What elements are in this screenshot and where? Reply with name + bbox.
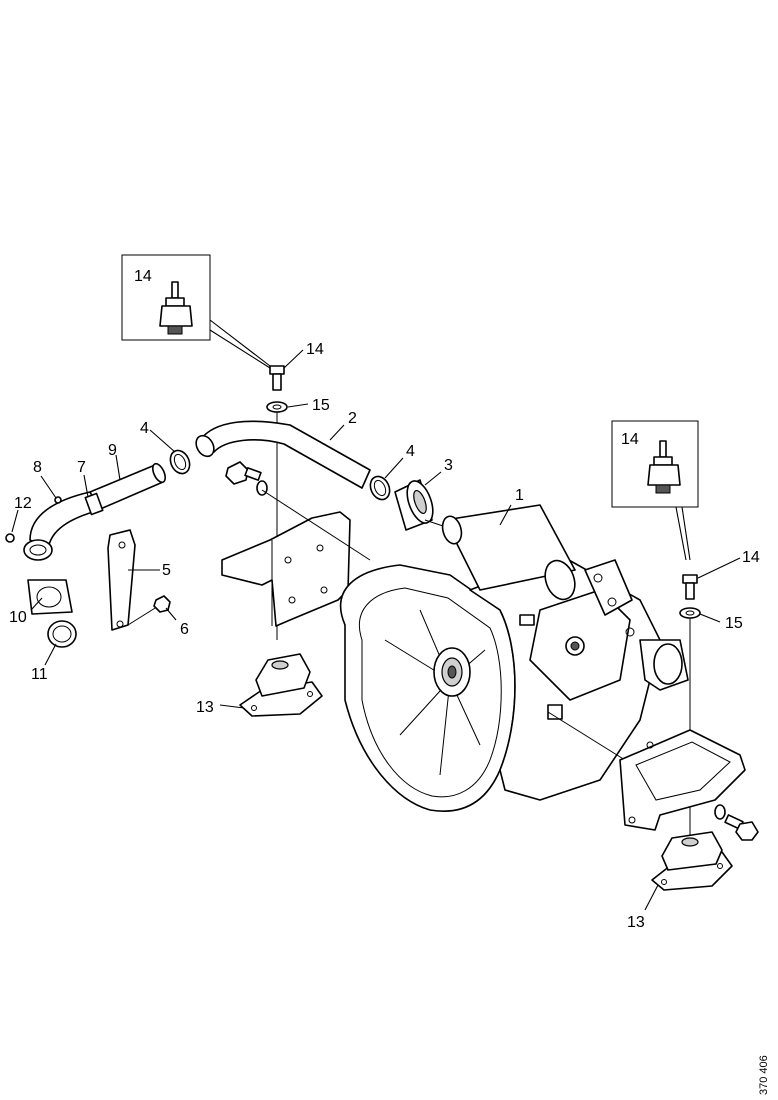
callout-15-left: 15 [312, 397, 330, 414]
callout-14-box-right: 14 [621, 431, 639, 448]
callout-11: 11 [31, 666, 48, 683]
elbow-7 [23, 491, 104, 561]
callout-14-right: 14 [742, 549, 760, 566]
mount-bracket-left [221, 511, 351, 627]
callout-14-left: 14 [306, 341, 324, 358]
connector-3 [394, 479, 456, 531]
callout-9: 9 [108, 442, 117, 459]
rubber-mount-13-right [651, 831, 733, 891]
callout-13-left: 13 [196, 699, 214, 716]
callout-14-box-left: 14 [134, 268, 152, 285]
callout-8: 8 [33, 459, 42, 476]
clamp-4-right [369, 475, 391, 501]
detail-box-left [121, 254, 271, 369]
callout-4-right: 4 [406, 443, 415, 460]
callout-7: 7 [77, 459, 86, 476]
bracket-bolt-left [225, 461, 371, 561]
gasket-11 [47, 620, 77, 648]
reference-number: 370 406 [758, 1055, 770, 1095]
mount-bracket-right [619, 729, 746, 831]
pipe-9 [89, 462, 166, 511]
callout-labels: 1 2 3 4 4 5 6 7 8 9 10 11 12 13 13 14 14… [9, 268, 760, 931]
pipe-2 [195, 420, 371, 489]
clamp-4-left [169, 449, 191, 475]
flange-10 [27, 579, 73, 615]
bracket-bolt-right [714, 804, 759, 841]
callout-10: 10 [9, 609, 27, 626]
rubber-mount-13-left [239, 653, 323, 717]
gearbox-housing [339, 504, 689, 812]
screw-8 [54, 496, 62, 504]
callout-1: 1 [515, 487, 524, 504]
callout-4-left: 4 [140, 420, 149, 437]
screw-12 [5, 533, 15, 543]
callout-6: 6 [180, 621, 189, 638]
bracket-5 [107, 529, 161, 631]
leader-lines [11, 349, 741, 911]
callout-12: 12 [14, 495, 32, 512]
callout-13-right: 13 [627, 914, 645, 931]
callout-15-right: 15 [725, 615, 743, 632]
callout-5: 5 [162, 562, 171, 579]
callout-2: 2 [348, 410, 357, 427]
detail-box-right [611, 420, 699, 561]
callout-3: 3 [444, 457, 453, 474]
